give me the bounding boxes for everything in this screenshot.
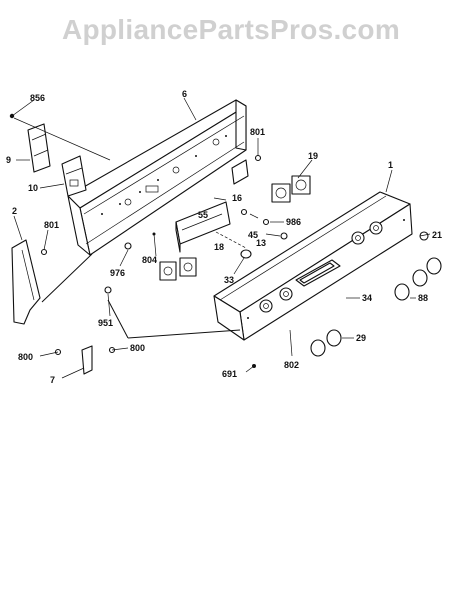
control-panel-part-1: [213, 191, 413, 341]
leader-lines: [11, 97, 431, 379]
switch-pair-left: [159, 257, 197, 281]
callout-55: 55: [198, 210, 208, 220]
callout-21: 21: [432, 230, 442, 240]
callout-800-left: 800: [18, 352, 33, 362]
callout-802: 802: [284, 360, 299, 370]
callout-2: 2: [12, 206, 17, 216]
callout-804: 804: [142, 255, 157, 265]
callout-1: 1: [388, 160, 393, 170]
callout-29: 29: [356, 333, 366, 343]
knob-set-29: [310, 329, 342, 357]
callout-7: 7: [50, 375, 55, 385]
callout-labels: 856 6 801 9 10 19 1 16 2 801 55 986 45 2…: [6, 89, 442, 385]
bracket-part-9: [27, 123, 51, 173]
callout-9: 9: [6, 155, 11, 165]
callout-800-right: 800: [130, 343, 145, 353]
callout-691: 691: [222, 369, 237, 379]
callout-13: 13: [256, 238, 266, 248]
callout-801-top: 801: [250, 127, 265, 137]
callout-16: 16: [232, 193, 242, 203]
callout-951: 951: [98, 318, 113, 328]
callout-976: 976: [110, 268, 125, 278]
callout-856: 856: [30, 93, 45, 103]
watermark: AppliancePartsPros.com: [61, 14, 401, 45]
end-bracket-part-2: [11, 239, 41, 325]
hardware: [9, 113, 429, 375]
callout-34: 34: [362, 293, 372, 303]
callout-88: 88: [418, 293, 428, 303]
callout-986: 986: [286, 217, 301, 227]
callout-6: 6: [182, 89, 187, 99]
back-panel-part-6: [67, 99, 249, 256]
timer-part-18: [175, 201, 231, 253]
bracket-part-10: [61, 155, 87, 197]
callout-801-left: 801: [44, 220, 59, 230]
callout-18: 18: [214, 242, 224, 252]
callout-10: 10: [28, 183, 38, 193]
callout-19: 19: [308, 151, 318, 161]
switch-part-19: [271, 175, 311, 203]
callout-33: 33: [224, 275, 234, 285]
knob-set-88: [394, 257, 442, 301]
callout-45: 45: [248, 230, 258, 240]
